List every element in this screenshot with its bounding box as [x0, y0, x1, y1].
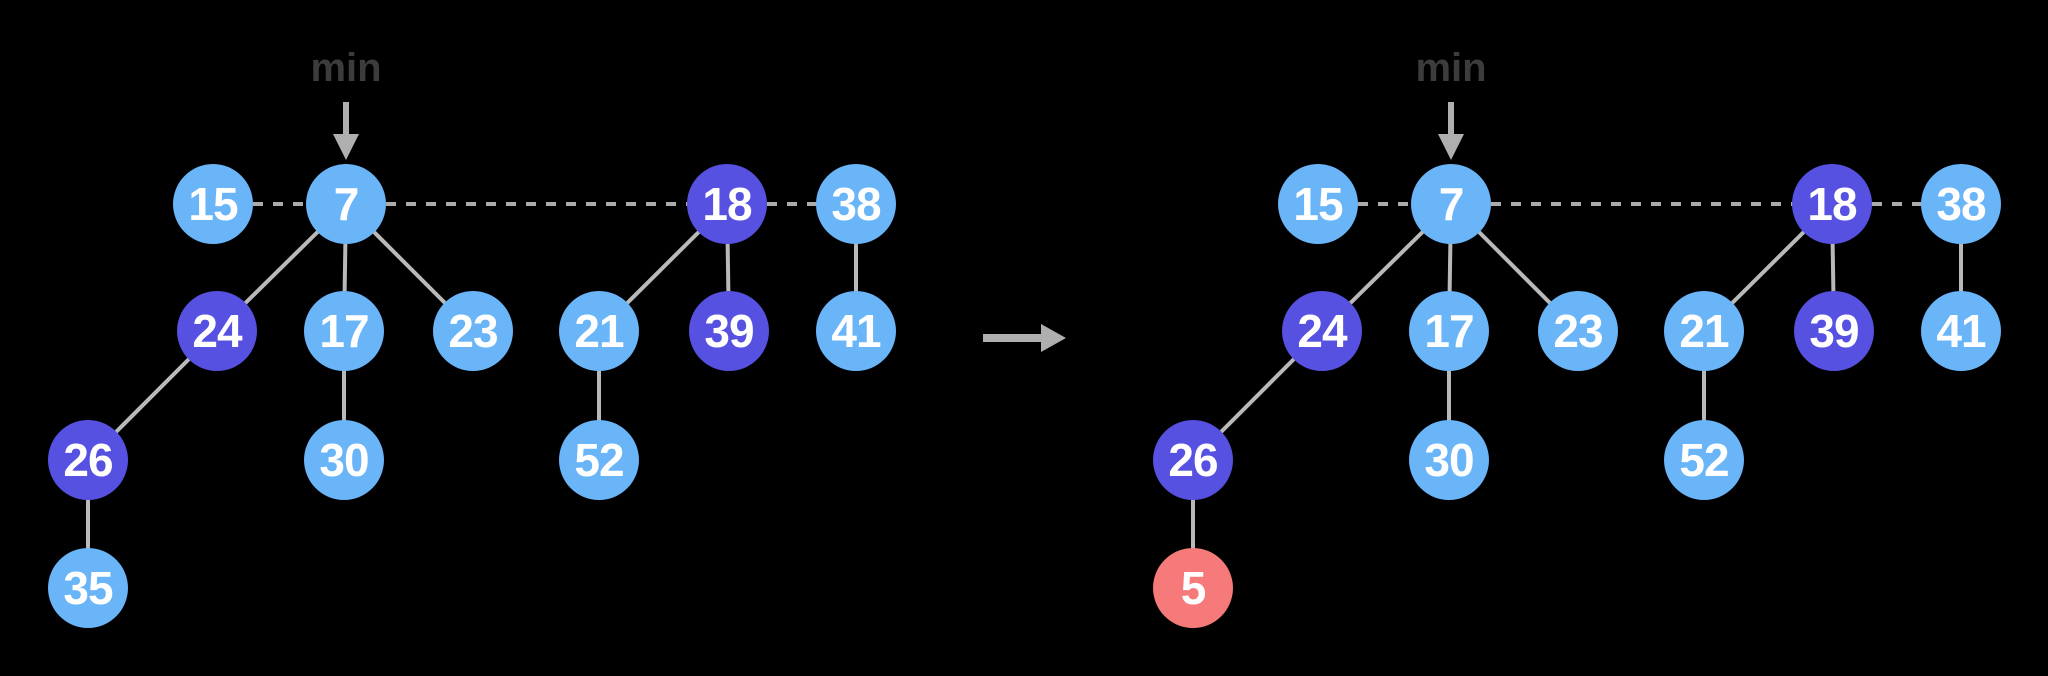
heap-node-24: 24 [1282, 291, 1362, 371]
heap-node-52: 52 [1664, 420, 1744, 500]
min-pointer-label: min [1415, 46, 1487, 90]
heap-node-26: 26 [48, 420, 128, 500]
heap-node-38: 38 [816, 164, 896, 244]
heap-node-39: 39 [689, 291, 769, 371]
heap-node-41: 41 [816, 291, 896, 371]
heap-node-23: 23 [433, 291, 513, 371]
heap-node-39: 39 [1794, 291, 1874, 371]
heap-node-52: 52 [559, 420, 639, 500]
transition-arrow-head-icon [1041, 324, 1066, 352]
heap-node-15: 15 [1278, 164, 1358, 244]
heap-node-5: 5 [1153, 548, 1233, 628]
heap-node-7: 7 [1411, 164, 1491, 244]
heap-node-24: 24 [177, 291, 257, 371]
heap-node-30: 30 [1409, 420, 1489, 500]
heap-node-41: 41 [1921, 291, 2001, 371]
heap-node-30: 30 [304, 420, 384, 500]
heap-node-17: 17 [1409, 291, 1489, 371]
heap-node-18: 18 [1792, 164, 1872, 244]
min-arrow-head-icon [1438, 134, 1464, 160]
heap-node-38: 38 [1921, 164, 2001, 244]
heap-node-18: 18 [687, 164, 767, 244]
heap-node-17: 17 [304, 291, 384, 371]
heap-node-23: 23 [1538, 291, 1618, 371]
heap-node-21: 21 [1664, 291, 1744, 371]
min-arrow-head-icon [333, 134, 359, 160]
heap-node-15: 15 [173, 164, 253, 244]
heap-node-7: 7 [306, 164, 386, 244]
heap-node-21: 21 [559, 291, 639, 371]
heap-node-26: 26 [1153, 420, 1233, 500]
heap-node-35: 35 [48, 548, 128, 628]
min-pointer-label: min [310, 46, 382, 90]
